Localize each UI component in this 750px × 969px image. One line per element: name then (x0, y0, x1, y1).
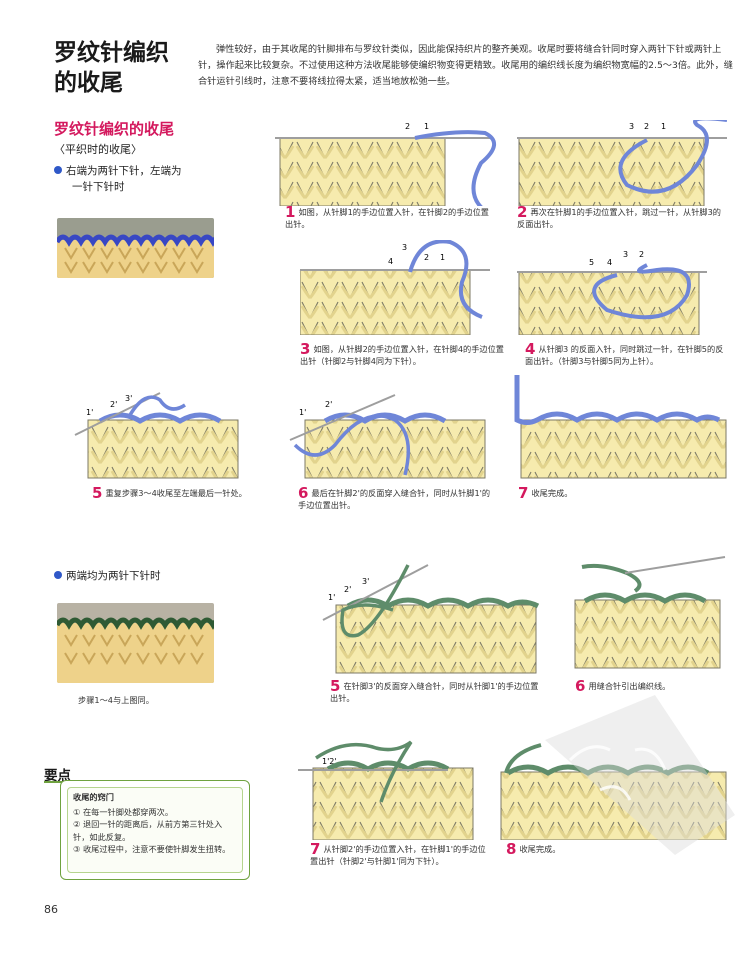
diagram-b-step-8 (496, 740, 731, 841)
case-2-note: 步骤1～4与上图同。 (78, 695, 154, 705)
section-title: 罗纹针编织的收尾 (54, 120, 175, 138)
diagram-b-step-5: 1' 2' 3' (318, 560, 540, 675)
photo-green-bindoff (57, 603, 214, 683)
svg-text:3: 3 (623, 250, 628, 259)
diagram-step-2: 3 2 1 (517, 116, 732, 207)
section-subtitle: 〈平织时的收尾〉 (54, 143, 142, 156)
label-2: 2 (405, 122, 410, 131)
svg-text:2': 2' (325, 400, 332, 409)
diagram-b-step-6 (570, 555, 730, 670)
svg-text:1': 1' (299, 408, 306, 417)
svg-text:1': 1' (86, 408, 93, 417)
svg-text:4: 4 (607, 258, 612, 267)
svg-text:1'2': 1'2' (322, 757, 337, 766)
diagram-step-5: 1' 2' 3' (70, 385, 245, 480)
svg-text:3: 3 (629, 122, 634, 131)
diagram-b-step-7: 1'2' (298, 740, 478, 841)
bullet-case-1-line1: 右端为两针下针，左端为 (66, 165, 182, 177)
svg-text:2': 2' (110, 400, 117, 409)
bullet-case-2: 两端均为两针下针时 (54, 568, 161, 584)
page-title-line1: 罗纹针编织 (54, 40, 169, 66)
label-1: 1 (424, 122, 429, 131)
svg-text:4: 4 (388, 257, 393, 266)
watermark-seal (540, 690, 740, 860)
bullet-dot-icon (54, 166, 62, 174)
svg-text:2: 2 (424, 253, 429, 262)
bullet-dot-icon (54, 571, 62, 579)
intro-paragraph: 弹性较好，由于其收尾的针脚排布与罗纹针类似，因此能保持织片的整齐美观。收尾时要将… (198, 44, 733, 87)
photo-blue-bindoff (57, 218, 214, 278)
svg-text:2: 2 (644, 122, 649, 131)
diagram-step-4: 5 4 3 2 (517, 245, 732, 336)
diagram-step-7 (513, 370, 728, 480)
svg-text:5: 5 (589, 258, 594, 267)
svg-text:3': 3' (362, 577, 369, 586)
svg-text:1: 1 (440, 253, 445, 262)
keypoints-box-title: 收尾的窍门 (73, 792, 114, 802)
page-number: 86 (44, 903, 58, 916)
diagram-step-6: 1' 2' (285, 385, 500, 480)
svg-text:2: 2 (639, 250, 644, 259)
keypoints-box: 收尾的窍门 ① 在每一针脚处都穿两次。 ② 退回一针的距离后，从前方第三针处入针… (60, 780, 250, 880)
svg-text:2': 2' (344, 585, 351, 594)
keypoint-item: ② 退回一针的距离后，从前方第三针处入针，如此反复。 (73, 819, 223, 842)
svg-text:1: 1 (661, 122, 666, 131)
diagram-step-1: 2 1 (275, 120, 515, 211)
bullet-case-1-line2: 一针下针时 (72, 181, 125, 193)
keypoint-item: ③ 收尾过程中，注意不要使针脚发生扭转。 (73, 844, 231, 854)
svg-text:1': 1' (328, 593, 335, 602)
bullet-case-1: 右端为两针下针，左端为 一针下针时 (54, 163, 182, 195)
page-title: 罗纹针编织 的收尾 (54, 38, 204, 98)
svg-text:3: 3 (402, 243, 407, 252)
diagram-step-3: 3 4 2 1 (299, 239, 500, 336)
keypoint-item: ① 在每一针脚处都穿两次。 (73, 806, 174, 817)
page-title-line2: 的收尾 (54, 70, 123, 96)
svg-text:3': 3' (125, 394, 132, 403)
